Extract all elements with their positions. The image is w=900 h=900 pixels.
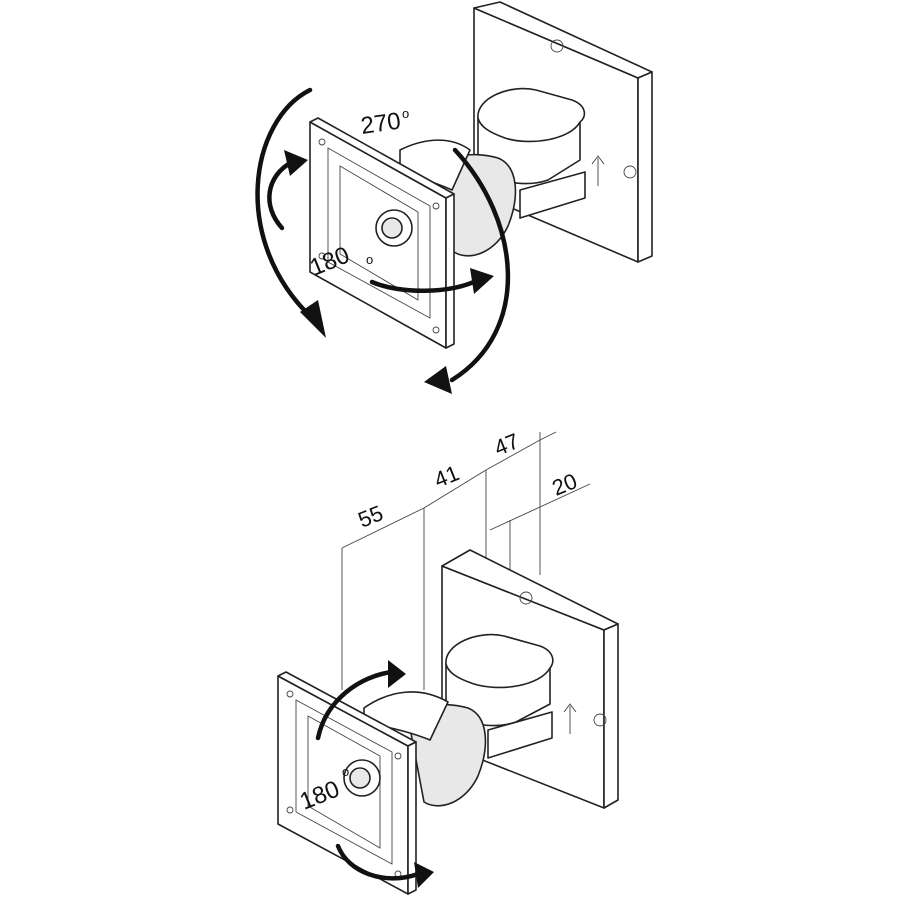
bottom-rotation-arrows [315,660,434,888]
rotation-degree-symbol: o [342,764,349,779]
top-assembly: 270 o 180 o [255,1,653,394]
tilt-degree-symbol: o [366,252,373,267]
dimension-20-label: 20 [549,468,581,500]
top-swivel-joint [399,87,586,257]
pan-degree-symbol: o [402,106,409,121]
dimension-55-label: 55 [355,500,387,532]
dimension-lines [341,431,591,690]
top-rotation-arrows [255,87,511,394]
pan-angle-label: 270 [359,108,402,140]
bottom-assembly: 55 41 47 20 [277,428,619,895]
bottom-vesa-plate [277,671,417,895]
bottom-swivel-joint [363,633,554,807]
dimension-47-label: 47 [491,428,523,460]
